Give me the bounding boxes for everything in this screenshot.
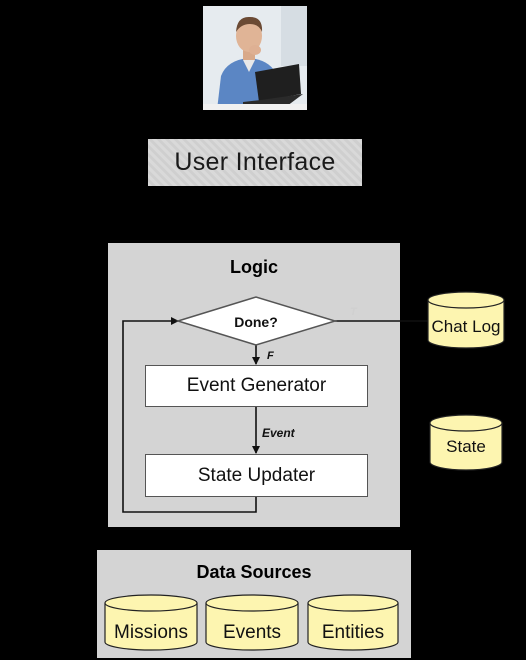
- done-decision: [175, 296, 338, 346]
- loop-connector: [122, 317, 257, 513]
- state-updater-box: State Updater: [145, 454, 368, 497]
- state-store: State: [429, 414, 503, 471]
- user-photo: [203, 6, 307, 110]
- entities-store: Entities: [307, 594, 399, 651]
- missions-store: Missions: [104, 594, 198, 651]
- chat-log-store: Chat Log: [427, 291, 505, 349]
- state-label: State: [446, 437, 486, 456]
- events-store: Events: [205, 594, 299, 651]
- logic-title: Logic: [230, 257, 278, 277]
- done-decision-label: Done?: [234, 314, 278, 330]
- event-generator-box: Event Generator: [145, 365, 368, 407]
- true-label: T: [350, 306, 358, 318]
- chat-log-label: Chat Log: [432, 317, 501, 336]
- missions-label: Missions: [114, 622, 188, 643]
- entities-label: Entities: [322, 622, 384, 643]
- data-sources-title: Data Sources: [196, 562, 312, 582]
- user-interface-box: User Interface: [148, 139, 362, 186]
- event-edge-label: Event: [262, 426, 296, 440]
- event-generator-label: Event Generator: [186, 375, 327, 396]
- person-laptop-icon: [203, 6, 307, 110]
- false-label: F: [267, 350, 274, 362]
- user-interface-label: User Interface: [174, 148, 336, 176]
- state-updater-label: State Updater: [197, 464, 316, 486]
- events-label: Events: [223, 622, 281, 643]
